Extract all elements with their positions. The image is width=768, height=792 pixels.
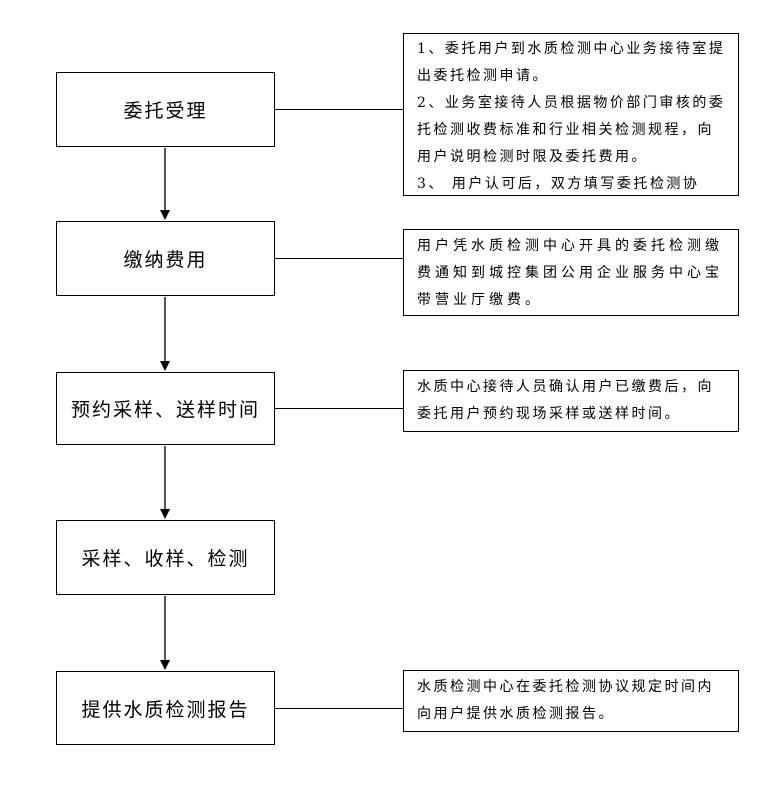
flow-step-label: 采样、收样、检测 bbox=[81, 548, 250, 570]
annotation-box-commission-acceptance: 1、委托用户到水质检测中心业务接待室提 出委托检测申请。 2、业务室接待人员根据… bbox=[403, 33, 739, 196]
down-arrow-step2-to-step3 bbox=[159, 297, 170, 371]
arrow-head-icon bbox=[159, 509, 170, 519]
down-arrow-step3-to-step4 bbox=[159, 446, 170, 519]
arrow-head-icon bbox=[159, 361, 170, 371]
annotation-box-pay-fees: 用户凭水质检测中心开具的委托检测缴 费通知到城控集团公用企业服务中心宝 带营业厅… bbox=[403, 229, 739, 316]
flow-step-label: 提供水质检测报告 bbox=[81, 698, 250, 721]
arrow-shaft bbox=[163, 148, 166, 210]
flow-step-provide-report: 提供水质检测报告 bbox=[56, 671, 275, 745]
connector-line-step3-annotation bbox=[275, 408, 403, 409]
flow-step-label: 缴纳费用 bbox=[123, 249, 208, 271]
flow-step-commission-acceptance: 委托受理 bbox=[56, 72, 275, 147]
flow-step-pay-fees: 缴纳费用 bbox=[56, 221, 275, 296]
arrow-head-icon bbox=[159, 210, 170, 220]
down-arrow-step4-to-step5 bbox=[159, 596, 170, 670]
annotation-box-provide-report: 水质检测中心在委托检测协议规定时间内 向用户提供水质检测报告。 bbox=[403, 670, 739, 732]
flow-step-sampling-testing: 采样、收样、检测 bbox=[56, 520, 275, 595]
connector-line-step2-annotation bbox=[275, 258, 403, 259]
flow-step-label: 预约采样、送样时间 bbox=[70, 399, 260, 421]
flow-step-label: 委托受理 bbox=[123, 100, 208, 122]
down-arrow-step1-to-step2 bbox=[159, 148, 170, 220]
flow-step-schedule-sampling-time: 预约采样、送样时间 bbox=[56, 372, 275, 445]
arrow-shaft bbox=[163, 297, 166, 361]
annotation-box-schedule-sampling-time: 水质中心接待人员确认用户已缴费后，向 委托用户预约现场采样或送样时间。 bbox=[403, 370, 739, 432]
connector-line-step1-annotation bbox=[275, 109, 403, 110]
connector-line-step5-annotation bbox=[275, 708, 403, 709]
arrow-shaft bbox=[163, 446, 166, 509]
arrow-head-icon bbox=[159, 660, 170, 670]
arrow-shaft bbox=[163, 596, 166, 660]
